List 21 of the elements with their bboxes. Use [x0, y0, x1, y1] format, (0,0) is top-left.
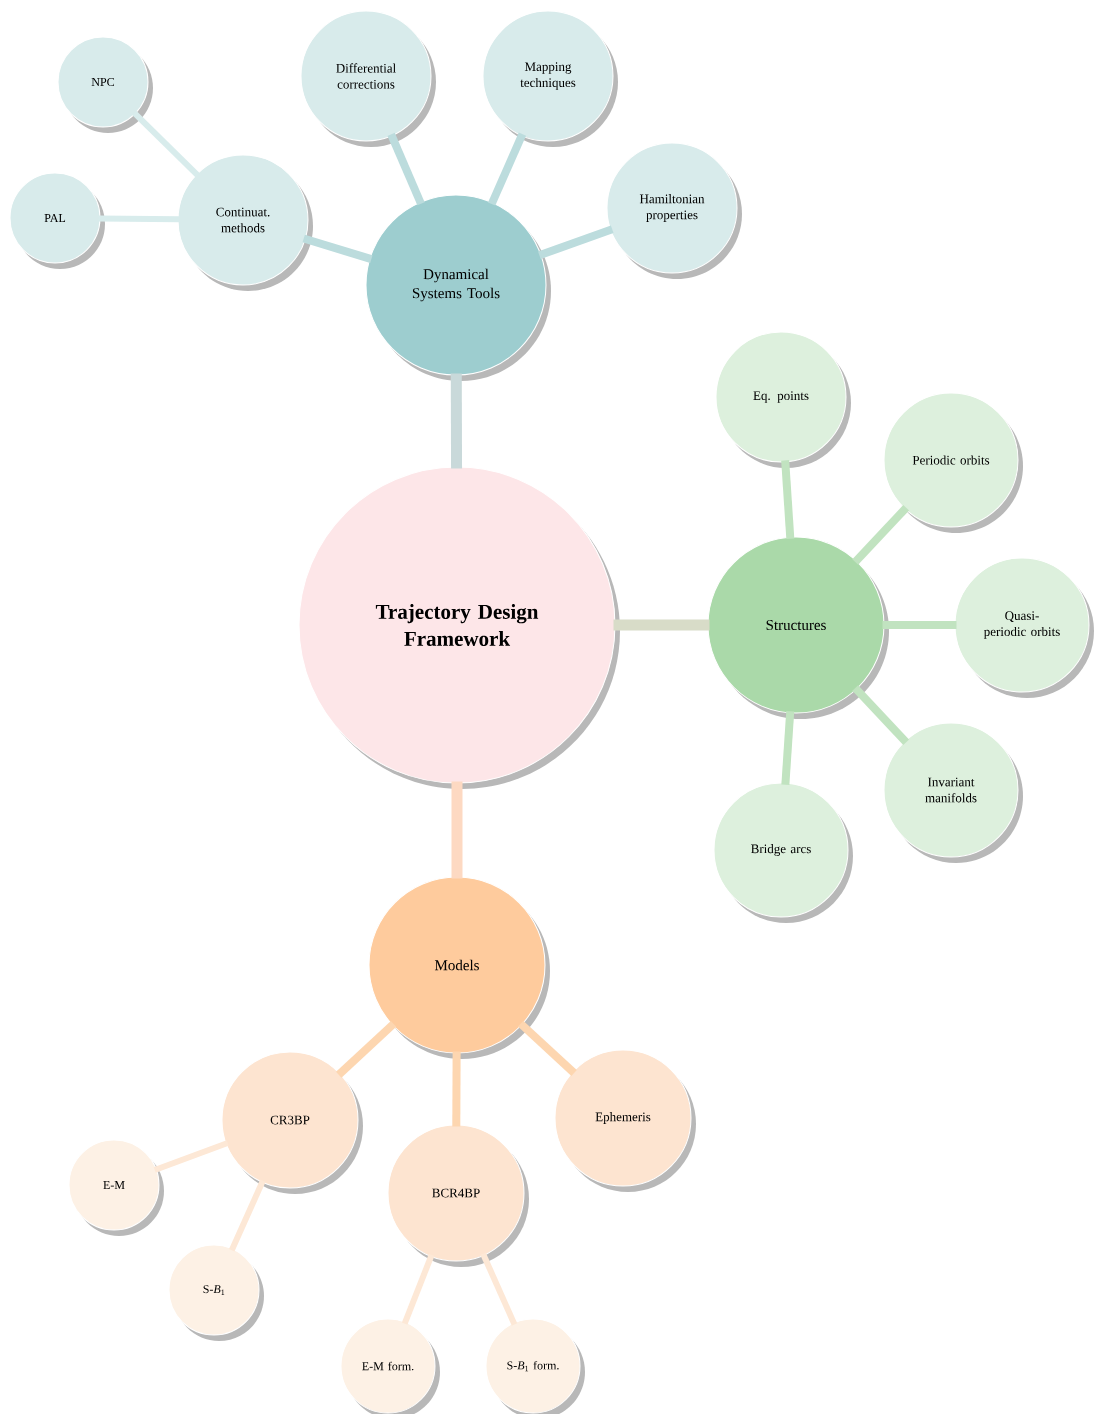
connector — [401, 1253, 435, 1325]
connector — [452, 1051, 461, 1127]
connector — [538, 225, 614, 260]
connector — [131, 110, 200, 178]
connector — [613, 619, 710, 631]
connector — [480, 1252, 518, 1326]
connector — [336, 1020, 397, 1078]
connector — [852, 685, 910, 745]
connector — [882, 621, 957, 629]
connector — [781, 711, 795, 785]
connector — [153, 1140, 229, 1173]
connector — [98, 215, 180, 223]
connector — [488, 132, 527, 206]
connector — [451, 781, 463, 879]
connector — [229, 1179, 266, 1252]
connector — [517, 1020, 577, 1076]
connector — [450, 373, 463, 469]
connector — [852, 505, 910, 565]
connector — [302, 234, 373, 263]
connector — [387, 132, 425, 206]
connector — [781, 460, 795, 539]
